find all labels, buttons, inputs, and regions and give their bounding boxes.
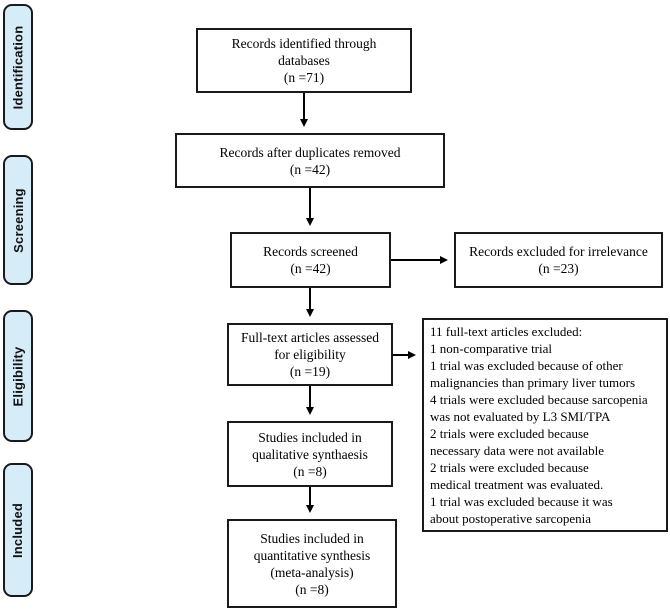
- box-fulltext-excluded: 11 full-text articles excluded:1 non-com…: [422, 318, 668, 532]
- stage-eligibility-label: Eligibility: [10, 346, 26, 406]
- stage-included: Included: [3, 463, 33, 597]
- box-excluded-irrelevance: Records excluded for irrelevance(n =23): [454, 232, 663, 288]
- stage-identification: Identification: [3, 4, 33, 130]
- stage-identification-label: Identification: [10, 25, 26, 109]
- box-records-screened: Records screened(n =42): [230, 232, 391, 288]
- box-duplicates-removed: Records after duplicates removed(n =42): [175, 133, 445, 188]
- stage-included-label: Included: [10, 502, 26, 558]
- stage-eligibility: Eligibility: [3, 310, 33, 442]
- stage-screening-label: Screening: [10, 187, 26, 253]
- stage-screening: Screening: [3, 155, 33, 285]
